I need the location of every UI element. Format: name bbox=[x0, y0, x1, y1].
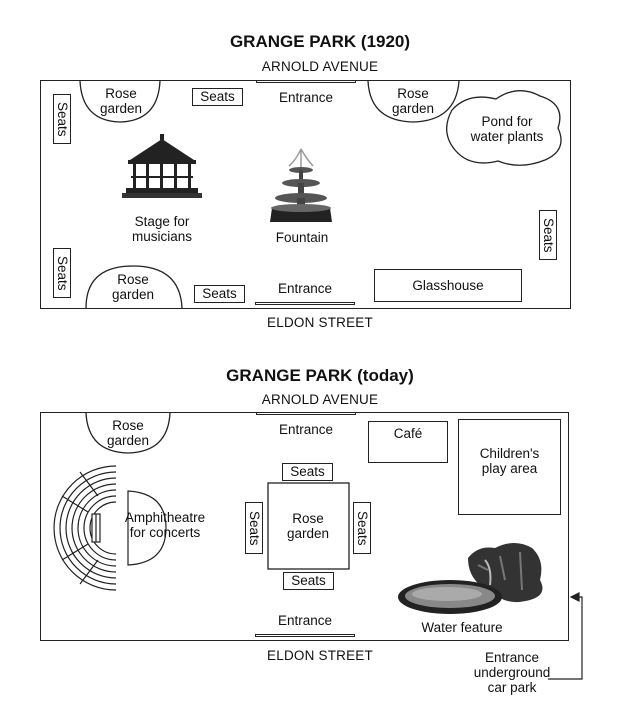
map2-seats-right: Seats bbox=[353, 502, 371, 554]
map2-street-bottom: ELDON STREET bbox=[267, 648, 373, 663]
map1-seats-left-top: Seats bbox=[53, 94, 71, 144]
map1-rose-garden-tr-line1: Rose bbox=[397, 86, 429, 101]
map1-rose-garden-tr-line2: garden bbox=[391, 101, 435, 116]
map1-stage: Stage for musicians bbox=[112, 214, 212, 244]
map1-glasshouse: Glasshouse bbox=[374, 269, 522, 302]
map2-car-park-line2: underground bbox=[473, 665, 551, 680]
map1-rose-garden-tr-shape bbox=[367, 80, 460, 123]
map1-pond-line2: water plants bbox=[470, 129, 544, 144]
map1-entrance-bottom: Entrance bbox=[277, 281, 333, 296]
map1-pond-shape bbox=[446, 90, 562, 166]
map1-rose-garden-tr: Rose garden bbox=[385, 86, 441, 116]
map1-street-top: ARNOLD AVENUE bbox=[261, 59, 379, 74]
map2-play-area-line2: play area bbox=[481, 461, 538, 476]
map2-rose-garden-tl-line1: Rose bbox=[112, 418, 144, 433]
map1-rose-garden-tl-shape bbox=[79, 80, 161, 123]
map2-water-feature: Water feature bbox=[421, 620, 503, 635]
map2-cafe: Café bbox=[368, 421, 448, 463]
map1-rose-garden-tl-line2: garden bbox=[99, 101, 143, 116]
map1-stage-icon bbox=[122, 134, 202, 198]
map2-rose-garden-center-shape bbox=[267, 482, 350, 570]
map1-pond-line1: Pond for bbox=[481, 114, 533, 129]
map1-title: GRANGE PARK (1920) bbox=[229, 32, 411, 51]
map1-seats-left-bottom: Seats bbox=[53, 248, 71, 298]
map1-fountain-icon bbox=[270, 148, 332, 222]
map1-rose-garden-bl-line1: Rose bbox=[117, 272, 149, 287]
map2-car-park-arrow-icon bbox=[548, 592, 583, 680]
map2-entrance-bottom: Entrance bbox=[277, 613, 333, 628]
map1-street-bottom: ELDON STREET bbox=[267, 315, 373, 330]
map2-entrance-top: Entrance bbox=[278, 422, 334, 437]
map2-play-area-line1: Children's bbox=[479, 446, 540, 461]
map2-rose-garden-center-line1: Rose bbox=[292, 511, 324, 526]
map2-play-area: Children's play area bbox=[458, 419, 561, 515]
map1-entrance-top-gate bbox=[256, 80, 356, 83]
map2-seats-left: Seats bbox=[245, 502, 263, 554]
map2-car-park-entrance: Entrance underground car park bbox=[462, 650, 562, 695]
map2-amphitheatre-icon bbox=[53, 465, 167, 591]
map2-amphitheatre-line1: Amphitheatre bbox=[124, 510, 206, 525]
map2-seats-bottom: Seats bbox=[283, 572, 334, 590]
map1-stage-line2: musicians bbox=[131, 229, 193, 244]
map1-rose-garden-tl: Rose garden bbox=[95, 86, 147, 116]
map1-entrance-bottom-gate bbox=[255, 302, 355, 305]
map2-amphitheatre: Amphitheatre for concerts bbox=[110, 510, 220, 540]
map1-rose-garden-bl-line2: garden bbox=[111, 287, 155, 302]
map1-stage-line1: Stage for bbox=[134, 214, 190, 229]
map1-fountain: Fountain bbox=[275, 230, 329, 245]
map2-seats-top: Seats bbox=[282, 463, 333, 481]
map1-rose-garden-bl-shape bbox=[85, 265, 183, 309]
map2-rose-garden-tl-line2: garden bbox=[106, 433, 150, 448]
map1-pond: Pond for water plants bbox=[455, 114, 559, 144]
map2-rose-garden-tl: Rose garden bbox=[100, 418, 156, 448]
map1-rose-garden-tl-line1: Rose bbox=[105, 86, 137, 101]
map2-amphitheatre-line2: for concerts bbox=[129, 525, 201, 540]
map2-entrance-top-gate bbox=[256, 412, 356, 415]
map2-title: GRANGE PARK (today) bbox=[226, 366, 414, 385]
map1-seats-top: Seats bbox=[192, 88, 243, 106]
map1-rose-garden-bl: Rose garden bbox=[105, 272, 161, 302]
map2-entrance-bottom-gate bbox=[255, 634, 355, 637]
map1-seats-bottom: Seats bbox=[194, 285, 245, 303]
map1-entrance-top: Entrance bbox=[278, 90, 334, 105]
map2-rose-garden-center: Rose garden bbox=[280, 511, 336, 541]
map2-rose-garden-tl-shape bbox=[85, 412, 171, 454]
map2-car-park-line3: car park bbox=[487, 680, 537, 695]
map2-rose-garden-center-line2: garden bbox=[286, 526, 330, 541]
map2-car-park-line1: Entrance bbox=[484, 650, 540, 665]
map1-seats-right: Seats bbox=[539, 210, 557, 260]
map2-water-feature-icon bbox=[398, 543, 543, 614]
map2-street-top: ARNOLD AVENUE bbox=[261, 392, 379, 407]
